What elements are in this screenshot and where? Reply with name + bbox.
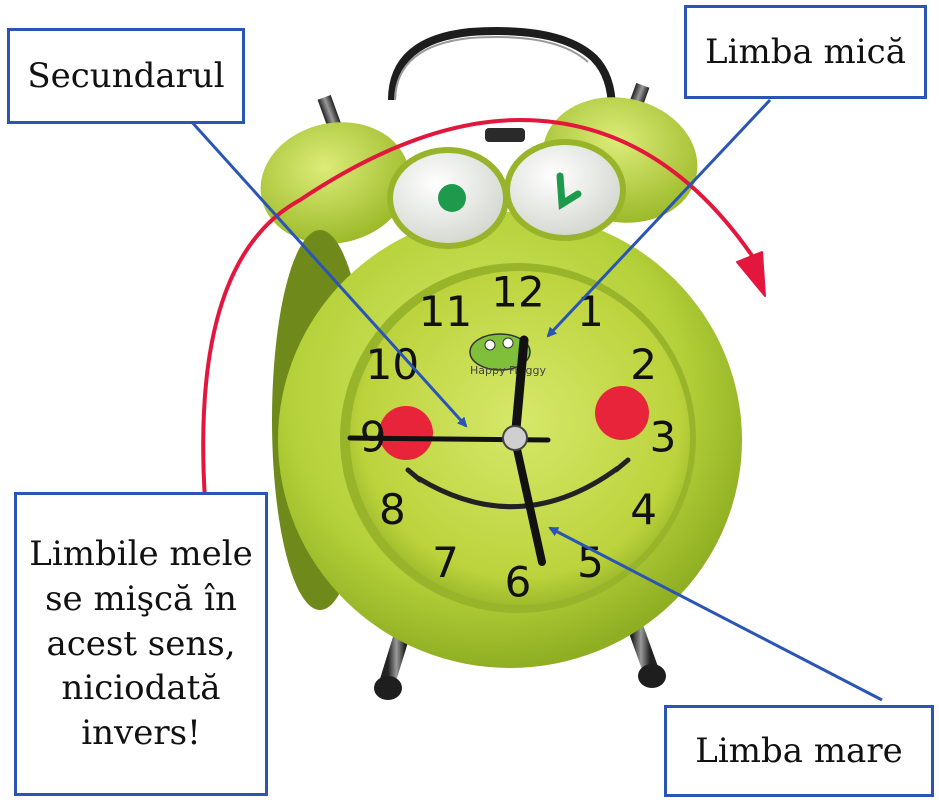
direction-note: Limbile mele se mişcă în acest sens, nic… — [14, 492, 268, 796]
note-line: invers! — [29, 711, 253, 756]
second-hand-label: Secundarul — [7, 28, 245, 124]
dial-number-4: 4 — [630, 485, 657, 534]
dial-number-11: 11 — [419, 287, 472, 336]
brand-text: Happy Froggy — [470, 364, 546, 377]
hour-hand-label: Limba mică — [684, 5, 927, 99]
minute-hand-label: Limba mare — [664, 705, 934, 797]
right-cheek — [595, 386, 649, 440]
dial-number-3: 3 — [650, 413, 677, 462]
note-line: niciodată — [29, 666, 253, 711]
bell-handle — [392, 31, 612, 110]
dial-number-6: 6 — [505, 558, 532, 607]
right-eye — [507, 142, 623, 238]
dial-number-7: 7 — [432, 538, 459, 587]
center-cap — [503, 426, 527, 450]
minute-hand-label-text: Limba mare — [695, 731, 902, 771]
left-cheek — [379, 406, 433, 460]
note-line: se mişcă în — [29, 577, 253, 622]
dial-number-8: 8 — [379, 485, 406, 534]
note-line: Limbile mele — [29, 532, 253, 577]
dial-number-2: 2 — [630, 340, 657, 389]
dial-number-12: 12 — [491, 268, 544, 317]
hour-hand-label-text: Limba mică — [705, 32, 906, 72]
dial-number-1: 1 — [577, 287, 604, 336]
second-hand-label-text: Secundarul — [27, 56, 224, 96]
note-line: acest sens, — [29, 622, 253, 667]
